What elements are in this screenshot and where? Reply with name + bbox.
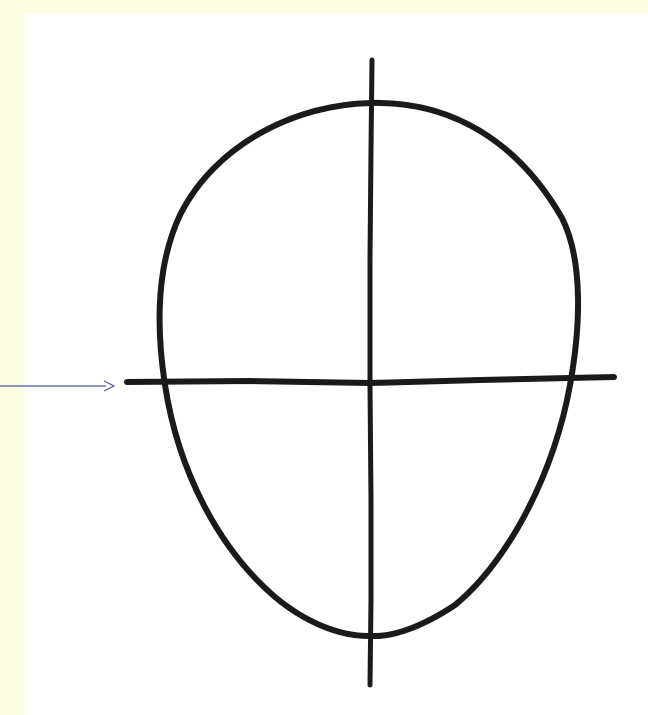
vertical-center-line [370,60,372,685]
arrow-right-icon [0,381,114,391]
